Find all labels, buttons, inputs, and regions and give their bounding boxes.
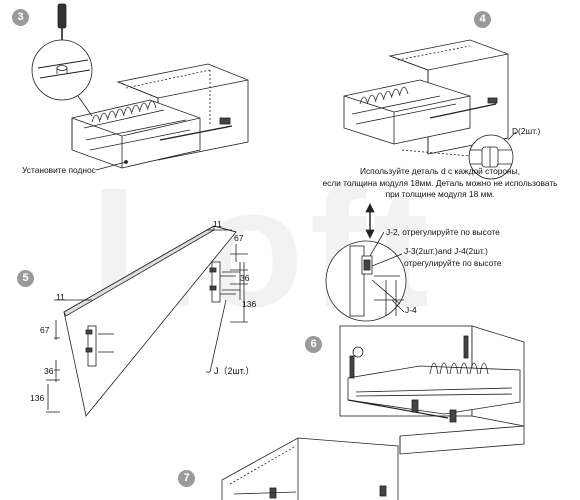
step-4-drawing: [343, 39, 517, 180]
dim-left-11: 11: [56, 292, 65, 302]
step-4-instruction-line-3: при толщине модуля 18 мм.: [385, 189, 495, 199]
step-7-badge: 7: [178, 470, 195, 487]
step-3-badge: 3: [12, 9, 29, 26]
step-5-part-label: J（2шт.）: [214, 366, 255, 376]
dim-left-136: 136: [30, 393, 45, 403]
step-4-instruction-line-1: Используйте деталь d с каждой стороны,: [359, 166, 521, 176]
step-6-badge: 6: [305, 336, 322, 353]
dim-left-36: 36: [44, 366, 54, 376]
step-7-drawing: [221, 437, 399, 500]
dim-left-67: 67: [40, 325, 50, 335]
dim-top-36: 36: [240, 273, 250, 283]
dim-top-136: 136: [242, 299, 257, 309]
step-5-drawing: [46, 225, 248, 417]
label-j2: J-2, отрегулируйте по высоте: [386, 227, 500, 237]
step-4-instruction: Используйте деталь d с каждой стороны, е…: [300, 166, 580, 201]
step-4-badge: 4: [474, 11, 491, 28]
step-3-drawing: [31, 3, 249, 171]
label-j4: J-4: [405, 305, 417, 315]
dim-top-67: 67: [234, 233, 244, 243]
step-4-instruction-line-2: если толщина модуля 18мм. Деталь можно н…: [322, 177, 558, 188]
label-j3-j4: J-3(2шт.)and J-4(2шт.) отрегулируйте по …: [404, 246, 502, 269]
label-j3-line-1: J-3(2шт.)and J-4(2шт.): [404, 246, 488, 256]
step-6-drawing: [325, 203, 525, 455]
step-4-part-label: D(2шт.): [512, 126, 541, 136]
step-3-caption: Установите поднос: [22, 165, 96, 175]
dim-top-11: 11: [213, 219, 222, 229]
label-j3-line-2: отрегулируйте по высоте: [404, 257, 502, 268]
step-5-badge: 5: [17, 270, 34, 287]
